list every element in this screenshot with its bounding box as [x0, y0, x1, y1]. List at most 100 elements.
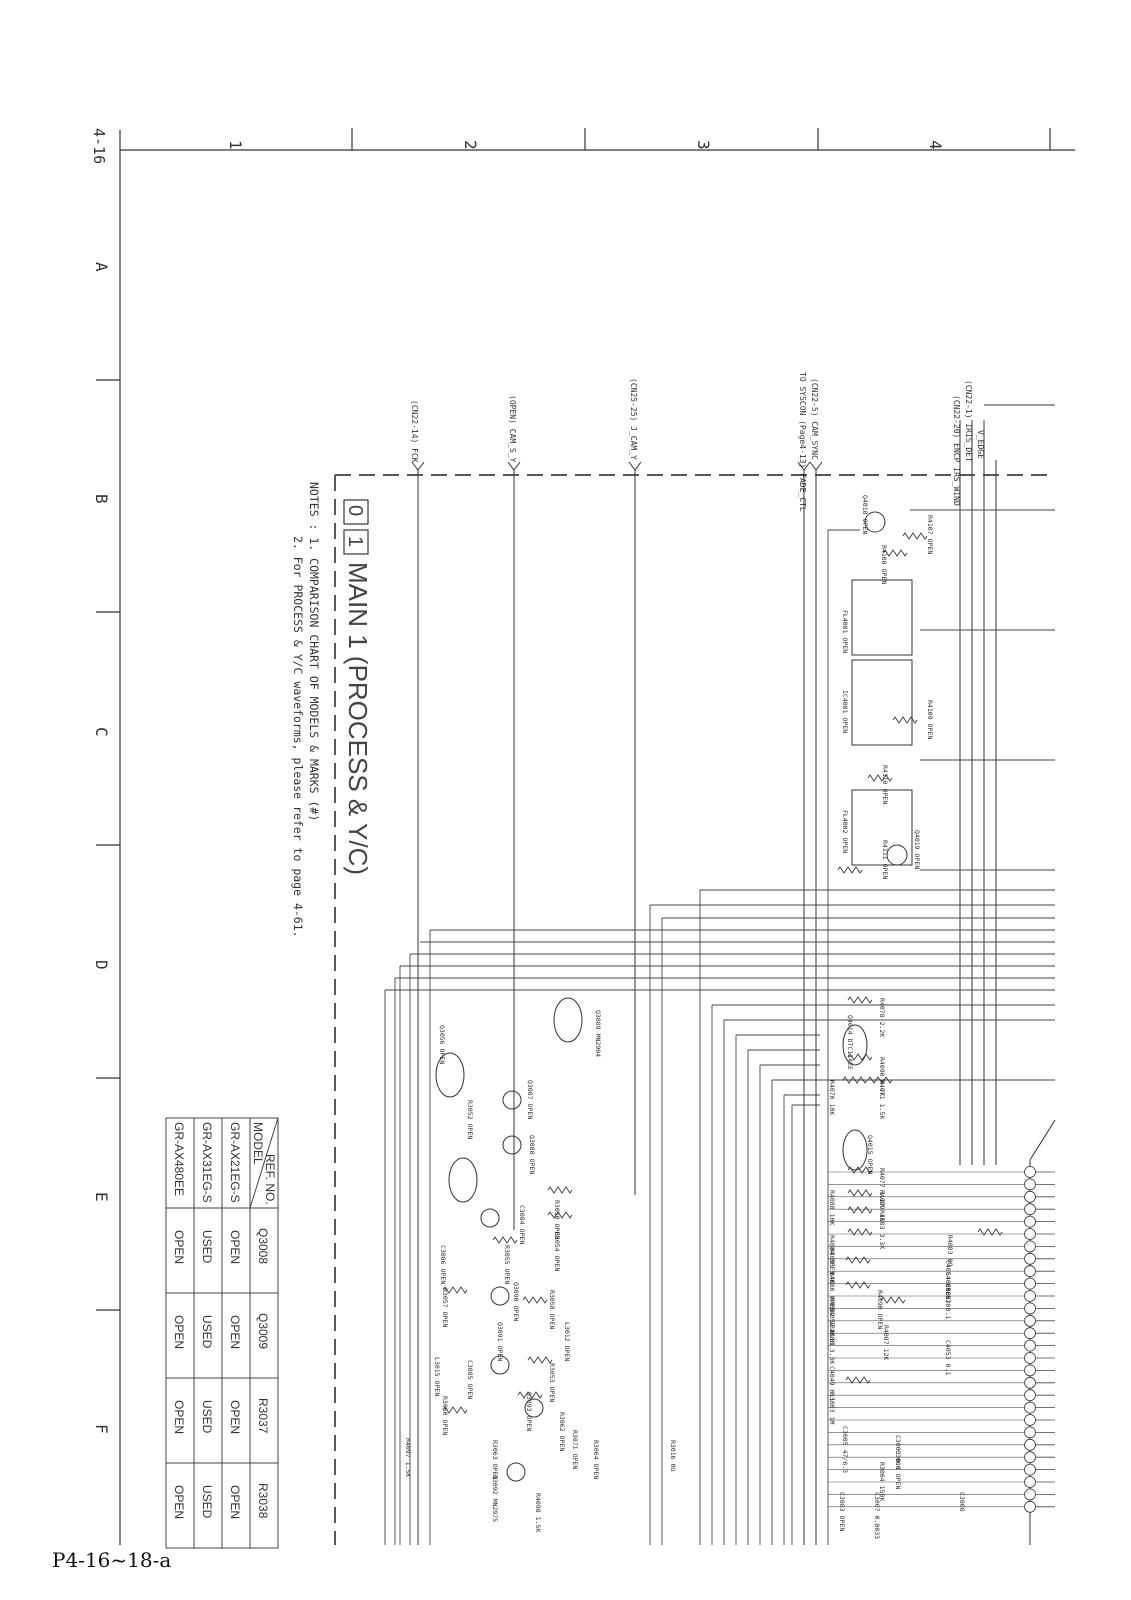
component-value: OPEN: [866, 1159, 874, 1175]
component-ref-id: R4071: [878, 1080, 886, 1100]
ic-pin: [1024, 1438, 1036, 1451]
component-ref-id: C3007: [873, 1492, 881, 1512]
ic-pin: [1024, 1240, 1036, 1253]
table-cell: OPEN: [228, 1315, 242, 1349]
component-value: OPEN: [880, 569, 888, 585]
resistor-symbol: [842, 1076, 868, 1084]
component-ref: Q3089MN2904: [594, 1010, 602, 1057]
component-value: 0Ω: [669, 1464, 677, 1472]
column-label: 3: [694, 140, 713, 150]
component-ref-id: R3060: [441, 1396, 449, 1416]
component-ref-id: C3008: [958, 1492, 966, 1512]
comparison-table: MODEL REF. NO. Q3008 Q3009 R3037 R3038 G…: [165, 1117, 279, 1549]
signal-label: (CN22-5) CAM_SYNC: [810, 378, 819, 460]
ic-pins: [828, 1166, 1055, 1513]
component-ref: R4086OPEN: [828, 1272, 836, 1311]
component-ref-id: R3071: [571, 1430, 579, 1450]
ic-pin: [1024, 1178, 1036, 1191]
resistor-symbol: [547, 1186, 573, 1194]
component-ref-id: L3012: [563, 1322, 571, 1342]
component-ref: R3060OPEN: [441, 1396, 449, 1435]
table-cell: OPEN: [172, 1485, 186, 1519]
component-ref: Q3088OPEN: [528, 1135, 536, 1174]
component-value: OPEN: [881, 789, 889, 805]
resistor-symbol: [522, 1296, 548, 1304]
resistor-symbol: [845, 1281, 871, 1289]
signal-inputs: (CN22-14) FCK (OPEN) CAM_S_Y (CN25-25) J…: [410, 372, 985, 512]
row-label: F: [92, 1424, 111, 1434]
component-ref-id: R4090: [878, 1057, 886, 1077]
component-value: OPEN: [592, 1464, 600, 1480]
component-value: 12K: [882, 1349, 890, 1361]
component-ref: R40830Ω: [946, 1235, 954, 1266]
component-ref-id: R4084: [828, 1235, 836, 1255]
resistor-symbol: [845, 1376, 871, 1384]
component-ref: R3058OPEN: [548, 1290, 556, 1329]
component-value: 1M: [828, 1417, 836, 1425]
component-value: OPEN: [881, 864, 889, 880]
component-ref: R40791K: [878, 1190, 886, 1221]
signal-label: (CN22-1) IRIS_DET: [964, 380, 973, 462]
component-ref-id: C3083: [838, 1492, 846, 1512]
component-ref: R40929.1K: [828, 1297, 836, 1336]
component-value: 1K: [878, 1214, 886, 1222]
component-ref-id: R3052: [466, 1100, 474, 1120]
notes: NOTES : 1. COMPARISON CHART OF MODELS & …: [291, 482, 321, 938]
component-ref-id: C4051: [944, 1284, 952, 1304]
component-ref-id: C4054: [944, 1260, 952, 1280]
component-ref-id: R3004: [878, 1462, 886, 1482]
component-ref: R3063OPEN: [491, 1440, 499, 1479]
ic-pin: [1024, 1314, 1036, 1327]
component-value: 1.5K: [534, 1517, 542, 1533]
component-ref-id: Q4019: [913, 830, 921, 850]
component-ref: R3062OPEN: [558, 1412, 566, 1451]
component-ref: C40520.01: [828, 1307, 836, 1346]
resistor-symbol: [867, 1076, 893, 1084]
ic-pin: [1024, 1252, 1036, 1265]
resistor-symbol: [867, 774, 893, 782]
component-value: OPEN: [828, 1296, 836, 1312]
column-label: 4: [926, 140, 945, 150]
signal-label: (CN22-14) FCK: [410, 400, 419, 463]
component-value: OPEN: [828, 1259, 836, 1275]
component-ref-id: R4109: [926, 700, 934, 720]
ic-pin: [1024, 1339, 1036, 1352]
component-ref: C40530.1: [944, 1340, 952, 1375]
ic-pin: [1024, 1327, 1036, 1340]
component-ref: R40782.2K: [878, 998, 886, 1037]
component-value: MN2904: [594, 1034, 602, 1058]
column-label: 2: [461, 140, 480, 150]
component-value: OPEN: [841, 837, 849, 853]
component-ref: IC4001OPEN: [841, 690, 849, 733]
component-ref-id: C3086: [439, 1245, 447, 1265]
component-ref: R4108OPEN: [880, 545, 888, 584]
component-ref: R3055OPEN: [503, 1245, 511, 1284]
ic-pin: [1024, 1463, 1036, 1476]
ic-pin: [1024, 1277, 1036, 1290]
component-ref: C4050620: [944, 1272, 952, 1307]
note-1: NOTES : 1. COMPARISON CHART OF MODELS & …: [307, 482, 321, 821]
ic-pin: [1024, 1203, 1036, 1216]
component-ref: R4109OPEN: [926, 700, 934, 739]
component-value: 3.3K: [828, 1349, 836, 1365]
row-label: C: [92, 727, 111, 737]
component-ref: R40883.3K: [828, 1325, 836, 1364]
component-ref-id: R4098: [534, 1493, 542, 1513]
signal-label: (OPEN) CAM_S_Y: [508, 395, 517, 463]
component-ref-id: R3063: [491, 1440, 499, 1460]
resistors: [442, 532, 1003, 1414]
table-cell: OPEN: [172, 1230, 186, 1264]
table-corner-ref: REF. NO.: [263, 1154, 277, 1205]
resistor-symbol: [442, 1286, 468, 1294]
table-cell: USED: [200, 1485, 214, 1519]
component-ref-id: Q4014: [846, 1015, 854, 1035]
component-ref-id: R3058: [548, 1290, 556, 1310]
resistor-symbol: [847, 1166, 873, 1174]
component-ref-id: R4111: [881, 840, 889, 860]
ic-pin: [1024, 1166, 1036, 1178]
component-value: OPEN: [553, 1224, 561, 1240]
component-value: OPEN: [838, 1516, 846, 1532]
component-value: OPEN: [439, 1269, 447, 1285]
component-value: OPEN: [553, 1256, 561, 1272]
component-value: OPEN: [491, 1464, 499, 1480]
